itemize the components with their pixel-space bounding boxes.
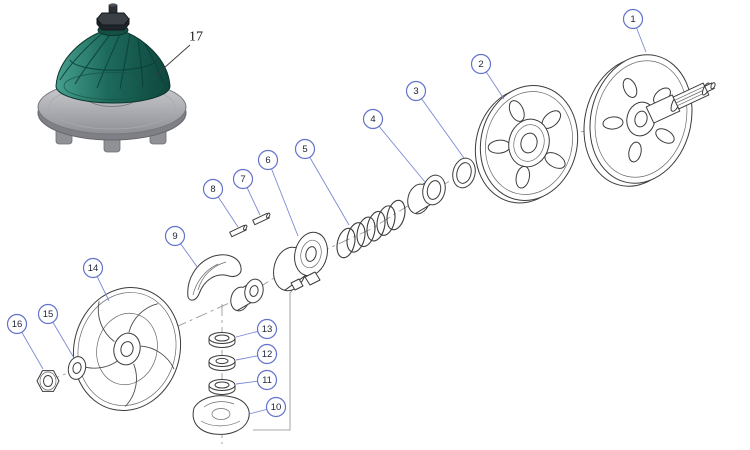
cone-rib bbox=[119, 33, 131, 90]
callout-number: 13 bbox=[262, 324, 273, 335]
callout-balloon bbox=[6, 313, 28, 335]
callout-number: 5 bbox=[302, 144, 307, 155]
callout-balloon bbox=[470, 53, 492, 75]
cone-rib bbox=[144, 43, 164, 84]
part-15-washer bbox=[67, 356, 87, 380]
cone-base-ring bbox=[63, 72, 163, 100]
cone-bell bbox=[55, 30, 171, 104]
part-9-ramp-shoe bbox=[187, 254, 242, 301]
callout-15: 15 bbox=[37, 303, 75, 359]
callout-9: 9 bbox=[164, 225, 199, 269]
callout-number: 6 bbox=[265, 155, 270, 166]
slider-hub bbox=[230, 278, 264, 312]
callout-10: 10 bbox=[248, 396, 287, 418]
cone-rib bbox=[96, 31, 122, 89]
callout-number: 14 bbox=[88, 263, 99, 274]
part-3-retaining-ring bbox=[452, 157, 476, 189]
callout-16: 16 bbox=[6, 313, 44, 370]
callout-number: 10 bbox=[271, 402, 282, 413]
callout-balloon bbox=[622, 8, 644, 30]
callout-number: 1 bbox=[630, 14, 635, 25]
callout-balloon bbox=[256, 369, 278, 391]
callout-balloon bbox=[362, 108, 384, 130]
callout-6: 6 bbox=[257, 149, 299, 237]
callout-1: 1 bbox=[622, 8, 647, 53]
hex-nut-top bbox=[96, 12, 130, 26]
part-13-washer bbox=[208, 332, 236, 348]
part-8-pin bbox=[229, 224, 248, 238]
callout-number: 15 bbox=[43, 309, 54, 320]
exploded-assembly bbox=[36, 54, 716, 444]
assembled-clutch-render bbox=[37, 3, 187, 153]
assembled-label: 17 bbox=[189, 30, 203, 45]
part-10-ramp-shoe-lower bbox=[192, 395, 250, 435]
callout-number: 11 bbox=[262, 375, 272, 386]
part-16-nut bbox=[36, 370, 60, 392]
callout-12: 12 bbox=[235, 343, 278, 365]
callout-balloon bbox=[265, 396, 287, 418]
callout-balloon bbox=[256, 343, 278, 365]
callout-number: 8 bbox=[210, 184, 215, 195]
callout-balloon bbox=[257, 149, 279, 171]
callout-balloon bbox=[164, 225, 186, 247]
cone-contour bbox=[69, 59, 158, 71]
callout-balloon bbox=[405, 80, 427, 102]
callout-2: 2 bbox=[470, 53, 505, 100]
leader-line bbox=[415, 90, 465, 159]
callout-4: 4 bbox=[362, 108, 426, 183]
callout-number: 7 bbox=[240, 174, 245, 185]
stud-top bbox=[109, 3, 117, 7]
part-14-driven-face bbox=[72, 286, 182, 412]
callout-3: 3 bbox=[405, 80, 465, 159]
part-12-washer bbox=[208, 355, 236, 371]
callout-balloon bbox=[256, 318, 278, 340]
leader-line bbox=[304, 148, 350, 226]
cone-rib bbox=[137, 37, 144, 88]
callout-number: 9 bbox=[172, 231, 177, 242]
leader-line bbox=[267, 159, 299, 237]
part-5-spring bbox=[336, 199, 406, 259]
callout-number: 4 bbox=[370, 114, 375, 125]
cone-rib bbox=[59, 32, 104, 81]
callout-balloon bbox=[202, 178, 224, 200]
part-6-cam-spider bbox=[273, 231, 328, 292]
assembled-label-layer: 17 bbox=[154, 30, 203, 77]
callout-number: 3 bbox=[413, 86, 418, 97]
callout-balloon bbox=[232, 168, 254, 190]
callout-14: 14 bbox=[82, 257, 110, 302]
cone-rib bbox=[74, 31, 113, 85]
callout-balloon bbox=[82, 257, 104, 279]
callout-number: 16 bbox=[12, 319, 23, 330]
callout-balloon bbox=[294, 138, 316, 160]
callout-number: 12 bbox=[262, 349, 273, 360]
callout-11: 11 bbox=[235, 369, 278, 391]
part-11-washer bbox=[208, 379, 236, 395]
part-4-bushing bbox=[407, 174, 446, 215]
callout-8: 8 bbox=[202, 178, 239, 228]
part-2-movable-drive-face bbox=[474, 85, 579, 204]
callout-balloon bbox=[37, 303, 59, 325]
assembled-leader-line bbox=[154, 44, 191, 77]
part-1-fixed-drive-face bbox=[583, 54, 716, 187]
leader-line bbox=[372, 118, 426, 183]
part-7-pin bbox=[252, 212, 271, 226]
callout-number: 2 bbox=[478, 59, 483, 70]
callout-13: 13 bbox=[235, 318, 278, 340]
callout-7: 7 bbox=[232, 168, 261, 216]
callout-5: 5 bbox=[294, 138, 350, 226]
